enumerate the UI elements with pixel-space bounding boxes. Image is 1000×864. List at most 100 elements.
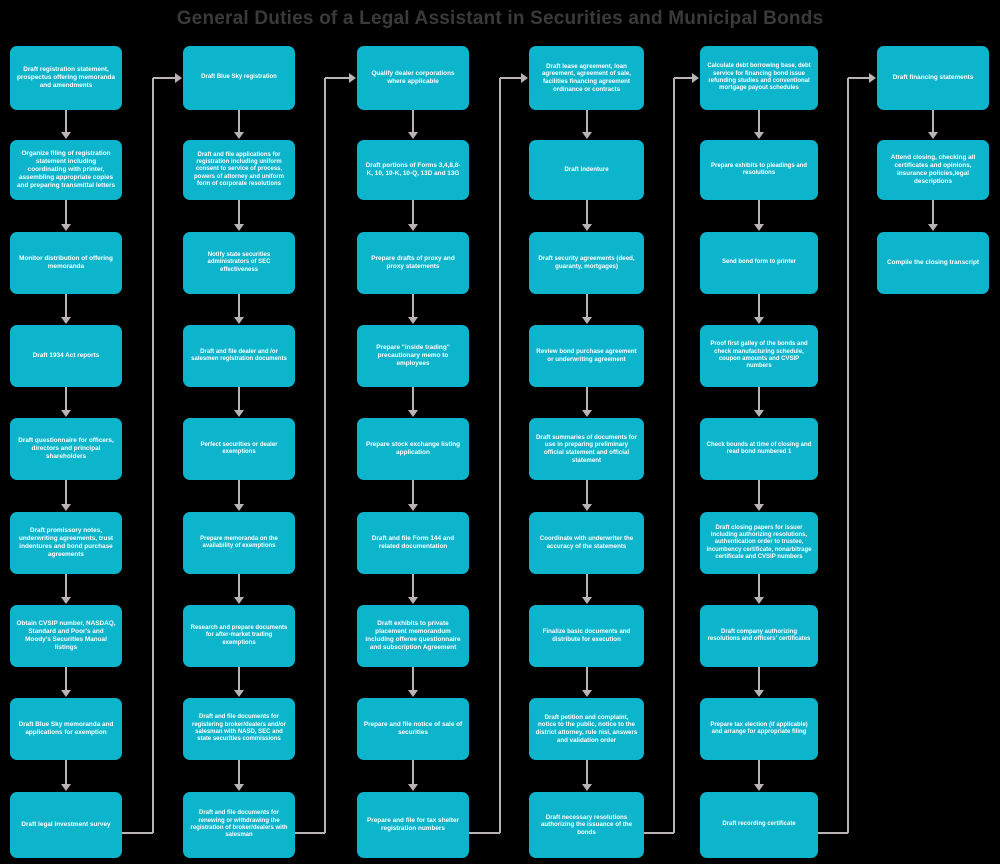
- arrow-down-icon: [928, 224, 938, 231]
- connector-arrow-vertical: [585, 480, 588, 505]
- flow-node-label: Research and prepare documents for after…: [190, 625, 288, 646]
- connector-arrow-vertical: [585, 760, 588, 785]
- flow-node[interactable]: Draft lease agreement, loan agreement, a…: [529, 46, 644, 110]
- flow-node-label: Coordinate with underwriter the accuracy…: [539, 535, 634, 550]
- connector-arrow-vertical: [65, 667, 67, 691]
- flow-node[interactable]: Attend closing, checking all certificate…: [877, 140, 989, 200]
- arrow-down-icon: [234, 317, 244, 324]
- flow-node[interactable]: Calculate debt borrowing base, debt serv…: [700, 46, 818, 110]
- connector-arrow-vertical: [65, 574, 67, 598]
- page-title: General Duties of a Legal Assistant in S…: [176, 8, 824, 29]
- flow-node[interactable]: Draft closing papers for issuer includin…: [700, 512, 818, 574]
- flow-node[interactable]: Qualify dealer corporations where applic…: [357, 46, 469, 110]
- flow-node[interactable]: Organize filing of registration statemen…: [10, 140, 122, 200]
- flow-node[interactable]: Prepare and file for tax shelter registr…: [357, 792, 469, 858]
- flow-node[interactable]: Draft and file applications for registra…: [183, 140, 295, 200]
- connector-arrow-vertical: [585, 294, 588, 318]
- arrow-down-icon: [581, 410, 592, 417]
- connector-arrow-vertical: [238, 480, 240, 505]
- connector-in-horizontal: [325, 77, 349, 79]
- arrow-down-icon: [234, 132, 244, 139]
- arrow-right-icon: [175, 73, 182, 83]
- connector-arrow-vertical: [238, 200, 240, 225]
- flow-node[interactable]: Review bond purchase agreement or underw…: [529, 325, 644, 387]
- connector-arrow-vertical: [412, 294, 414, 318]
- flow-node[interactable]: Draft 1934 Act reports: [10, 325, 122, 387]
- connector-arrow-vertical: [238, 387, 240, 411]
- flow-node[interactable]: Prepare tax election (if applicable) and…: [700, 698, 818, 760]
- flow-node[interactable]: Obtain CVSIP number, NASDAQ, Standard an…: [10, 605, 122, 667]
- flow-node-label: Prepare tax election (if applicable) and…: [710, 721, 808, 735]
- connector-arrow-vertical: [412, 760, 414, 785]
- connector-arrow-vertical: [238, 574, 240, 598]
- flow-node[interactable]: Draft registration statement, prospectus…: [10, 46, 122, 110]
- flow-node[interactable]: Send bond form to printer: [700, 232, 818, 294]
- flow-node[interactable]: Draft summaries of documents for use in …: [529, 418, 644, 480]
- flow-node[interactable]: Draft petition and complaint, notice to …: [529, 698, 644, 760]
- arrow-down-icon: [754, 224, 764, 231]
- flow-node-label: Calculate debt borrowing base, debt serv…: [707, 63, 811, 92]
- flow-node[interactable]: Draft necessary resolutions authorizing …: [529, 792, 644, 858]
- arrow-down-icon: [754, 597, 764, 604]
- connector-arrow-vertical: [758, 574, 760, 598]
- flow-node[interactable]: Draft and file dealer and /or salesmen r…: [183, 325, 295, 387]
- arrow-down-icon: [581, 224, 592, 231]
- flow-node-label: Draft Blue Sky registration: [201, 74, 277, 81]
- arrow-down-icon: [581, 690, 592, 697]
- arrow-down-icon: [581, 504, 592, 511]
- flow-node[interactable]: Draft exhibits to private placement memo…: [357, 605, 469, 667]
- flow-node-label: Qualify dealer corporations where applic…: [371, 70, 455, 85]
- flow-node[interactable]: Draft and file documents for renewing or…: [183, 792, 295, 858]
- connector-out-horizontal: [818, 832, 848, 834]
- flow-node[interactable]: Proof first galley of the bonds and chec…: [700, 325, 818, 387]
- flow-node[interactable]: Draft questionnaire for officers, direct…: [10, 418, 122, 480]
- flow-node[interactable]: Draft legal investment survey: [10, 792, 122, 858]
- flow-node[interactable]: Draft and file documents for registering…: [183, 698, 295, 760]
- flow-node[interactable]: Draft security agreements (deed, guarant…: [529, 232, 644, 294]
- arrow-right-icon: [869, 73, 876, 83]
- flow-node[interactable]: Prepare memoranda on the availability of…: [183, 512, 295, 574]
- arrow-down-icon: [581, 132, 592, 139]
- flow-node-label: Draft legal investment survey: [21, 821, 111, 829]
- connector-arrow-vertical: [412, 667, 414, 691]
- flow-node[interactable]: Prepare drafts of proxy and proxy statem…: [357, 232, 469, 294]
- flow-node-label: Draft and file dealer and /or salesmen r…: [191, 348, 287, 362]
- flow-node[interactable]: Perfect securities or dealer exemptions: [183, 418, 295, 480]
- flow-node[interactable]: Monitor distribution of offering memoran…: [10, 232, 122, 294]
- connector-arrow-vertical: [758, 480, 760, 505]
- flow-node[interactable]: Prepare and file notice of sale of secur…: [357, 698, 469, 760]
- arrow-right-icon: [692, 73, 699, 83]
- flow-node[interactable]: Draft and file Form 144 and related docu…: [357, 512, 469, 574]
- flow-node[interactable]: Draft company authorizing resolutions an…: [700, 605, 818, 667]
- flow-node[interactable]: Draft portions of Forms 3,4,8,8-K, 10, 1…: [357, 140, 469, 200]
- flow-node[interactable]: Prepare "inside trading" precautionary m…: [357, 325, 469, 387]
- connector-arrow-vertical: [758, 760, 760, 785]
- arrow-down-icon: [234, 784, 244, 791]
- flow-node-label: Prepare stock exchange listing applicati…: [365, 441, 461, 456]
- flow-node[interactable]: Prepare exhibits to pleadings and resolu…: [700, 140, 818, 200]
- flow-node-label: Monitor distribution of offering memoran…: [19, 255, 113, 270]
- flow-node[interactable]: Compile the closing transcript: [877, 232, 989, 294]
- flow-node[interactable]: Prepare stock exchange listing applicati…: [357, 418, 469, 480]
- flow-node[interactable]: Notify state securities administrators o…: [183, 232, 295, 294]
- flow-node[interactable]: Draft Blue Sky registration: [183, 46, 295, 110]
- flow-node[interactable]: Draft indenture: [529, 140, 644, 200]
- connector-arrow-vertical: [585, 574, 588, 598]
- flow-node-label: Draft portions of Forms 3,4,8,8-K, 10, 1…: [365, 162, 461, 177]
- flow-node-label: Compile the closing transcript: [887, 259, 979, 267]
- flow-node[interactable]: Coordinate with underwriter the accuracy…: [529, 512, 644, 574]
- flow-node[interactable]: Finalize basic documents and distribute …: [529, 605, 644, 667]
- flow-node-label: Obtain CVSIP number, NASDAQ, Standard an…: [16, 620, 116, 651]
- flow-node[interactable]: Draft Blue Sky memoranda and application…: [10, 698, 122, 760]
- flow-node[interactable]: Draft financing statements: [877, 46, 989, 110]
- connector-arrow-vertical: [758, 387, 760, 411]
- flow-node-label: Finalize basic documents and distribute …: [542, 628, 631, 643]
- connector-arrow-vertical: [412, 574, 414, 598]
- flow-node-label: Draft financing statements: [892, 74, 974, 82]
- flow-node[interactable]: Research and prepare documents for after…: [183, 605, 295, 667]
- flow-node[interactable]: Check bounds at time of closing and read…: [700, 418, 818, 480]
- flow-node[interactable]: Draft recording certificate: [700, 792, 818, 858]
- connector-arrow-vertical: [585, 200, 588, 225]
- connector-arrow-vertical: [585, 667, 588, 691]
- flow-node[interactable]: Draft promissory notes, underwriting agr…: [10, 512, 122, 574]
